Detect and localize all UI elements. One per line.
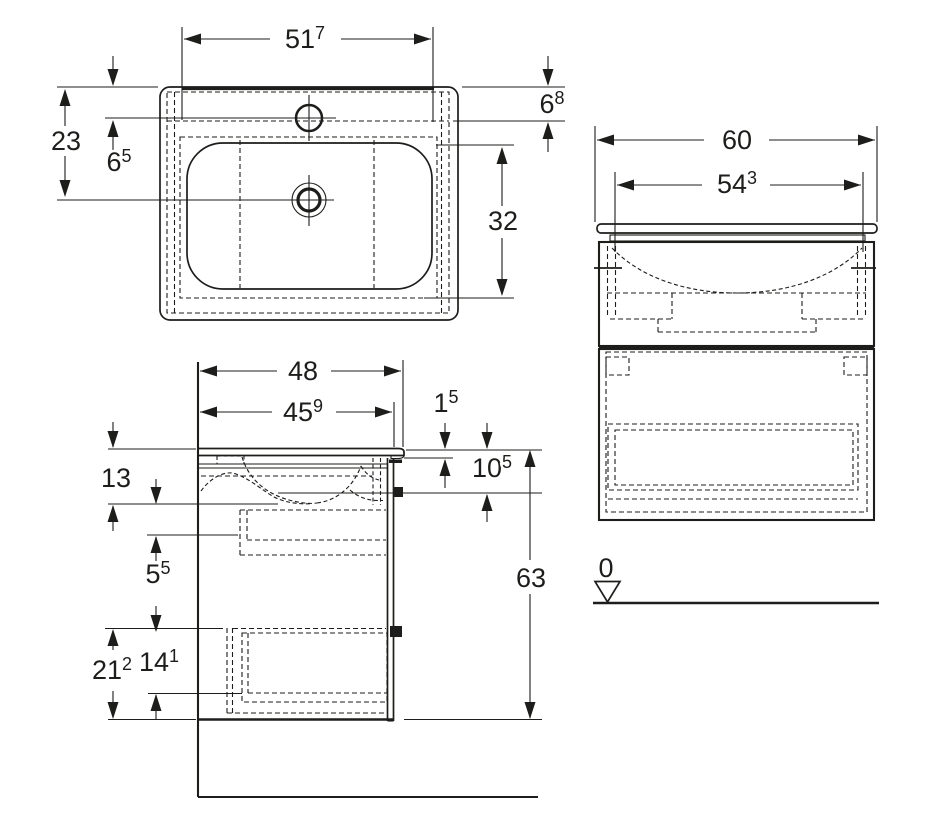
mounting-bracket-right	[843, 356, 868, 376]
dim-lower-zone-label: 212	[92, 654, 132, 685]
dim-lower-drawer: 141	[136, 606, 182, 719]
washbasin-top-side	[198, 447, 405, 457]
datum-zero-label: 0	[598, 553, 613, 583]
dim-top-to-bowl-label: 105	[472, 452, 512, 483]
dim-side-cabinet-depth-label: 459	[283, 396, 323, 427]
front-view	[594, 223, 878, 522]
washbasin-top-front	[596, 223, 878, 234]
dim-back-to-drain: 23	[48, 89, 84, 197]
dim-front-cabinet-width-label: 543	[717, 168, 757, 199]
dim-upper-zone-label: 13	[101, 463, 131, 493]
lower-drawer-front	[597, 347, 876, 522]
dim-top-to-bowl: 105	[469, 423, 515, 522]
dim-upper-zone: 13	[98, 422, 134, 531]
fixing-clip-lower	[390, 626, 402, 637]
side-view	[105, 362, 542, 799]
dim-front-total-width: 60	[594, 123, 878, 222]
dim-basin-depth: 32	[485, 147, 521, 296]
dim-plan-width: 517	[181, 21, 434, 122]
lower-hidden-inset	[605, 351, 868, 513]
dim-plan-width-label: 517	[285, 23, 325, 54]
drain-outlet-icon	[57, 175, 334, 226]
dim-side-cabinet-depth: 459	[200, 394, 395, 447]
cabinet-hidden-outline	[166, 91, 450, 314]
dim-back-edge-right-label: 68	[539, 88, 564, 119]
fixing-clip-upper	[393, 487, 403, 497]
floor-datum: 0	[593, 551, 879, 605]
dim-back-to-drain-label: 23	[51, 126, 81, 156]
dim-front-total-width-label: 60	[722, 125, 752, 155]
dim-basin-depth-label: 32	[488, 206, 518, 236]
siphon-hidden-recess	[607, 292, 866, 333]
drawer-hidden-box	[607, 423, 859, 491]
dim-drawer-offset: 55	[143, 479, 173, 592]
dim-total-height-label: 63	[516, 563, 546, 593]
dim-lower-zone: 212	[89, 629, 135, 719]
plan-view	[57, 86, 565, 321]
upper-drawer-hidden	[239, 509, 386, 556]
dim-total-height: 63	[513, 450, 549, 719]
basin-bowl	[186, 142, 433, 290]
lower-drawer-hidden	[226, 627, 388, 714]
datum-triangle-icon	[593, 580, 622, 604]
dim-drawer-offset-label: 55	[145, 558, 170, 589]
dim-back-to-tap: 65	[104, 56, 134, 180]
dim-top-thickness-label: 15	[433, 387, 458, 418]
dim-front-cabinet-width: 543	[614, 166, 864, 252]
upper-drawer-front	[597, 240, 876, 348]
dim-back-to-tap-label: 65	[106, 146, 131, 177]
mounting-bracket-left	[605, 356, 630, 376]
dim-lower-drawer-label: 141	[139, 646, 179, 677]
basin-underlip	[609, 234, 866, 242]
dim-back-edge-right: 68	[537, 56, 567, 152]
basin-hidden-profile	[200, 456, 383, 505]
dim-top-thickness: 15	[431, 385, 461, 488]
top-front-drip	[390, 452, 405, 460]
tap-hole-icon	[105, 95, 336, 141]
dim-side-total-depth-label: 48	[288, 356, 318, 386]
dim-side-total-depth: 48	[200, 354, 404, 447]
basin-hidden-bowl	[611, 247, 863, 294]
